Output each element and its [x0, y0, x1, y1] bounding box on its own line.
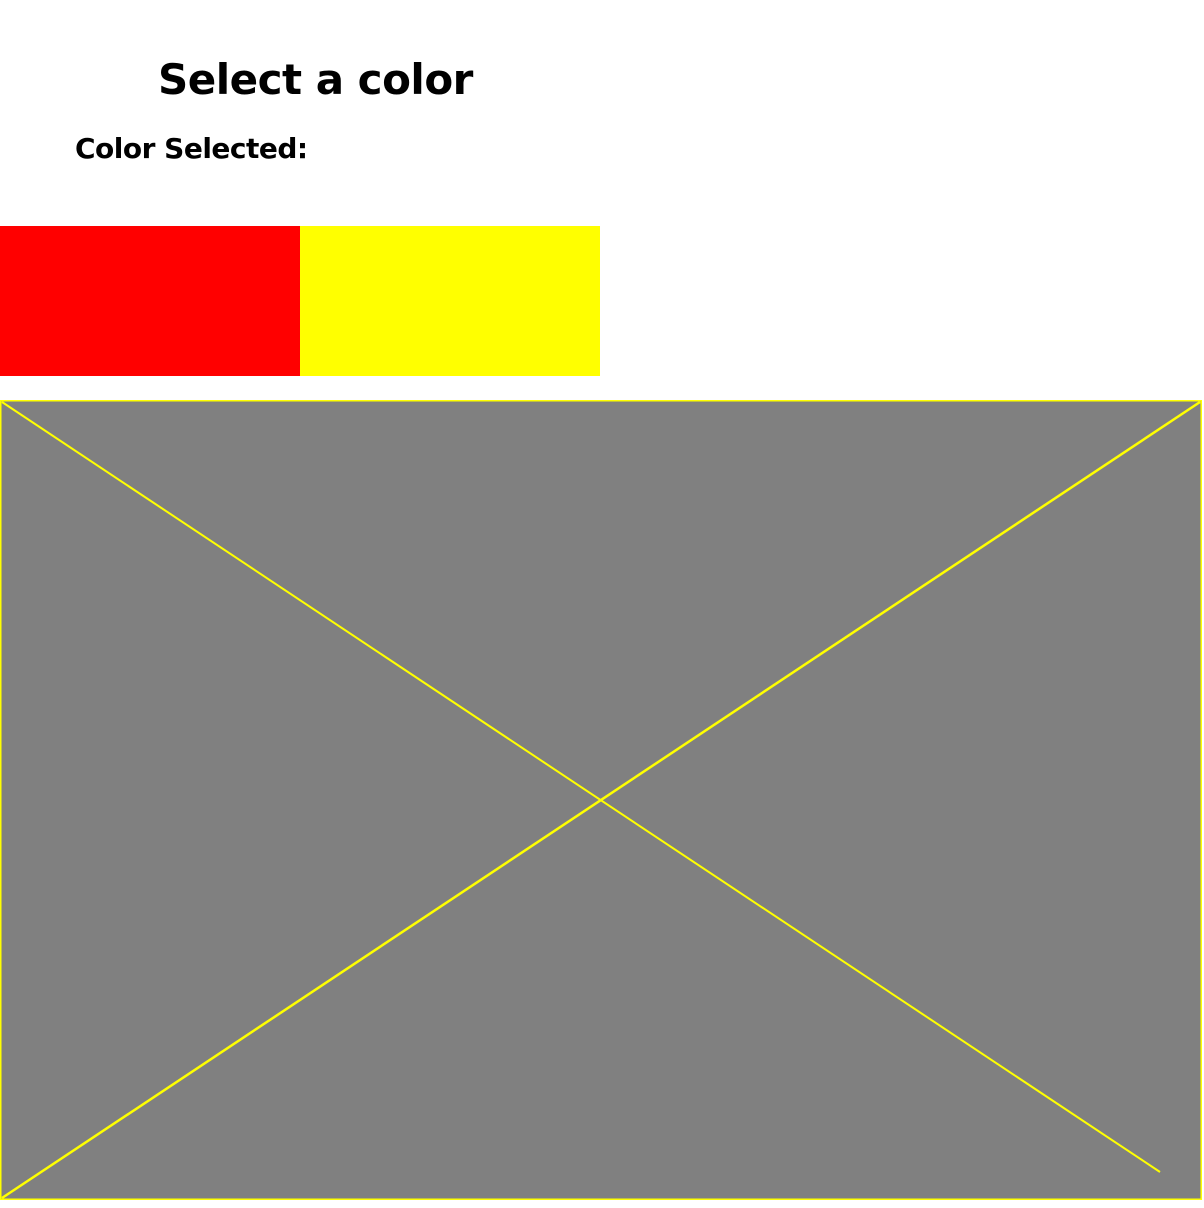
- color-selected-label: Color Selected:: [75, 132, 308, 165]
- canvas-diagonal-line-2: [1, 400, 1201, 1200]
- drawing-canvas-svg[interactable]: [0, 400, 1202, 1200]
- color-swatch-red[interactable]: [0, 226, 300, 376]
- color-swatch-yellow[interactable]: [300, 226, 600, 376]
- drawing-canvas[interactable]: [0, 400, 1202, 1200]
- canvas-diagonal-line-1: [1, 401, 1161, 1173]
- page-title: Select a color: [158, 55, 473, 104]
